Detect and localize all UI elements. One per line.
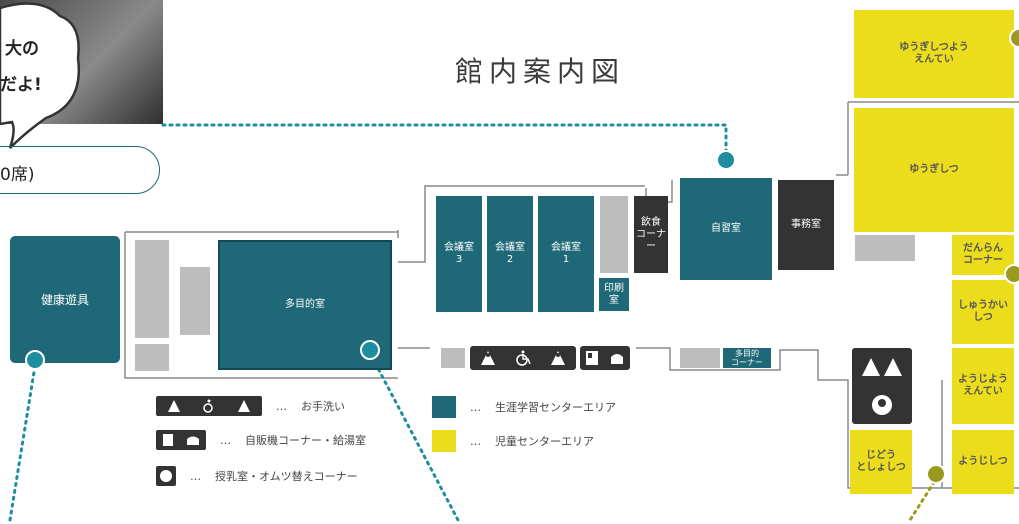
corridor-block	[680, 348, 720, 368]
seat-pill	[0, 146, 160, 194]
legend-nursing: … 授乳室・オムツ替えコーナー	[156, 466, 358, 486]
kettle-icon	[187, 436, 199, 445]
room-kaigi-3[interactable]: 会議室 3	[436, 196, 482, 312]
room-kaigi-1[interactable]: 会議室 1	[538, 196, 594, 312]
vending-icon	[586, 351, 598, 365]
vending-strip	[580, 346, 630, 370]
route-dot-jishu[interactable]	[716, 150, 736, 170]
route-dot-edge-top[interactable]	[1009, 28, 1019, 48]
toilet-icon	[480, 351, 495, 365]
baby-icon	[160, 470, 172, 482]
room-insatsu[interactable]: 印刷 室	[599, 278, 629, 311]
room-youji-yoen[interactable]: ようじよう えんてい	[952, 348, 1014, 424]
corridor-block	[600, 196, 628, 273]
corridor-block	[135, 344, 169, 371]
speech-line-2: だよ!	[0, 75, 42, 95]
nursing-toilet-block	[852, 348, 912, 424]
legend-lifelong: … 生涯学習センターエリア	[432, 396, 616, 418]
wheelchair-icon	[203, 399, 213, 413]
toilet-icon	[551, 351, 566, 365]
toilet-icon	[238, 400, 251, 412]
legend-children: … 児童センターエリア	[432, 430, 594, 452]
route-dot-tamokuteki[interactable]	[360, 340, 380, 360]
corridor-block	[180, 267, 210, 335]
corridor-block	[135, 240, 169, 338]
legend-toilet-label: お手洗い	[301, 400, 345, 413]
corridor-block	[441, 348, 465, 368]
room-yugi-shitsu[interactable]: ゆうぎしつ	[854, 108, 1014, 232]
legend-nursing-label: 授乳室・オムツ替えコーナー	[215, 470, 358, 483]
toilet-icon	[862, 357, 902, 376]
wheelchair-icon	[516, 350, 531, 366]
legend-vending: … 自販機コーナー・給湯室	[156, 430, 366, 450]
vending-icon	[163, 434, 173, 446]
room-kaigi-2[interactable]: 会議室 2	[487, 196, 533, 312]
room-yugi-yoen[interactable]: ゆうぎしつよう えんてい	[854, 10, 1014, 98]
route-dot-kenko[interactable]	[25, 350, 45, 370]
speech-line-1: 大の	[5, 39, 39, 59]
speech-bubble	[0, 2, 81, 149]
route-dot-edge-danran[interactable]	[1004, 264, 1019, 284]
room-danran[interactable]: だんらん コーナー	[952, 235, 1014, 275]
room-jimu[interactable]: 事務室	[778, 180, 834, 270]
room-tamokuteki-corner[interactable]: 多目的 コーナー	[723, 348, 771, 368]
toilet-icon	[167, 400, 180, 412]
route-dot-jido-tosho[interactable]	[926, 464, 946, 484]
room-youjishitsu[interactable]: ようじしつ	[952, 430, 1014, 494]
legend-lifelong-label: 生涯学習センターエリア	[495, 401, 616, 414]
room-jido-tosho[interactable]: じどう としょしつ	[850, 430, 912, 494]
room-jishu[interactable]: 自習室	[680, 178, 772, 280]
room-kenko-yugu[interactable]: 健康遊具	[10, 236, 120, 363]
room-shukai[interactable]: しゅうかい しつ	[952, 280, 1014, 344]
legend-vending-label: 自販機コーナー・給湯室	[245, 434, 366, 447]
page-title: 館内案内図	[455, 55, 626, 88]
toilet-strip	[470, 346, 576, 370]
kettle-icon	[611, 354, 623, 364]
baby-icon	[872, 394, 892, 415]
room-inshoku[interactable]: 飲食 コーナー	[634, 196, 668, 273]
seat-pill-text: 0席)	[0, 165, 35, 185]
legend-toilet: … お手洗い	[156, 396, 345, 416]
legend-children-label: 児童センターエリア	[495, 435, 594, 448]
corridor-block	[855, 235, 915, 261]
